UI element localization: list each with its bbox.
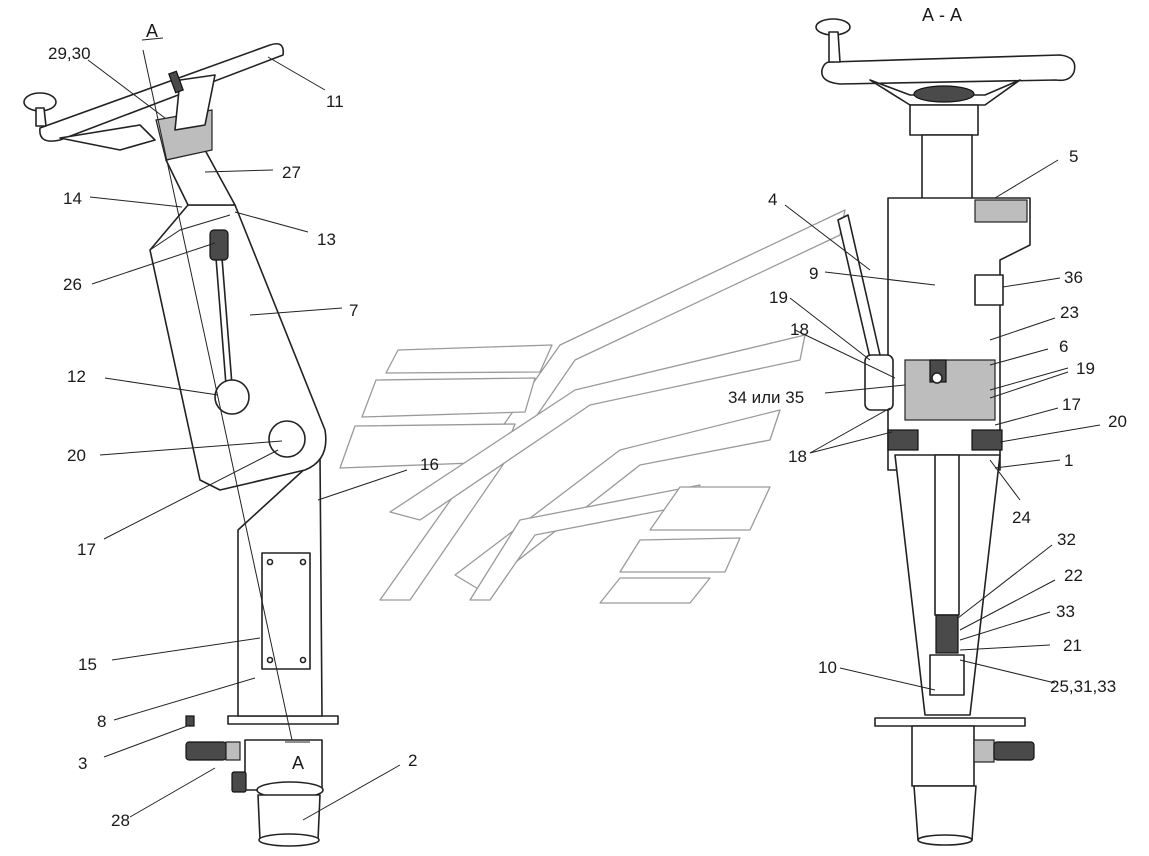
steering-wheel — [23, 42, 285, 151]
fitting-upper — [185, 741, 227, 761]
callout-label: 19 — [769, 288, 788, 307]
callout-label: 25,31,33 — [1050, 677, 1116, 696]
callout-label: 27 — [282, 163, 301, 182]
labels-left: 29,30 11 27 14 13 26 7 12 20 16 17 15 8 … — [48, 44, 439, 830]
callout-label: 23 — [1060, 303, 1079, 322]
callout-label: 21 — [1063, 636, 1082, 655]
callout-label: 22 — [1064, 566, 1083, 585]
inner-shaft — [934, 454, 960, 616]
callout-label: 9 — [809, 264, 818, 283]
callout-label: 17 — [1062, 395, 1081, 414]
pivot-hub — [268, 420, 306, 458]
tilt-housing — [149, 204, 327, 491]
hub-cap — [913, 85, 975, 103]
left-view — [23, 37, 339, 847]
fitting-lower — [231, 771, 247, 793]
callout-label: 33 — [1056, 602, 1075, 621]
tilt-lever-right — [837, 214, 881, 359]
right-view — [815, 18, 1076, 846]
leaders-left — [87, 56, 408, 821]
callout-label: 16 — [420, 455, 439, 474]
callout-label: 4 — [768, 190, 777, 209]
callout-label: 11 — [326, 92, 344, 111]
callout-label: 3 — [78, 754, 87, 773]
callout-label: 8 — [97, 712, 106, 731]
labels-right: 5 4 9 36 19 23 18 6 19 34 или 35 17 20 1… — [728, 147, 1127, 696]
callout-label: 26 — [63, 275, 82, 294]
callout-label: 28 — [111, 811, 130, 830]
pump-fitting — [993, 741, 1035, 761]
fitting-small — [185, 715, 195, 727]
callout-label: 12 — [67, 367, 86, 386]
leaders-right — [784, 159, 1101, 691]
callout-label: 18 — [788, 447, 807, 466]
column-tube — [909, 104, 979, 136]
section-mark-top: А — [146, 21, 158, 41]
pump-body — [911, 725, 975, 787]
callout-label: 32 — [1057, 530, 1076, 549]
callout-label: 36 — [1064, 268, 1083, 287]
coupling — [935, 614, 959, 654]
callout-label: 14 — [63, 189, 82, 208]
callout-label: 18 — [790, 320, 809, 339]
clamp-block — [904, 359, 996, 421]
callout-label: 2 — [408, 751, 417, 770]
callout-label: 19 — [1076, 359, 1095, 378]
callout-label: 15 — [78, 655, 97, 674]
section-mark-bottom: А — [292, 753, 304, 773]
access-cover — [261, 552, 311, 670]
section-steering-wheel — [815, 18, 1076, 106]
lever-knob-right — [864, 354, 894, 411]
pump-outlet — [913, 785, 977, 841]
callout-label: 34 или 35 — [728, 388, 804, 407]
callout-label: 24 — [1012, 508, 1031, 527]
sensor-block — [974, 274, 1004, 306]
callout-label: 6 — [1059, 337, 1068, 356]
callout-label: 17 — [77, 540, 96, 559]
lever-knob — [214, 379, 250, 415]
callout-label: 10 — [818, 658, 837, 677]
watermark-logo — [339, 209, 846, 604]
callout-label: 5 — [1069, 147, 1078, 166]
callout-label: 1 — [1064, 451, 1073, 470]
mounting-plate — [227, 715, 339, 725]
callout-label: 7 — [349, 301, 358, 320]
callout-label: 29,30 — [48, 44, 91, 63]
mounting-plate-right — [874, 717, 1026, 727]
section-title: А - А — [922, 5, 962, 25]
callout-label: 13 — [317, 230, 336, 249]
callout-label: 20 — [67, 446, 86, 465]
callout-label: 20 — [1108, 412, 1127, 431]
